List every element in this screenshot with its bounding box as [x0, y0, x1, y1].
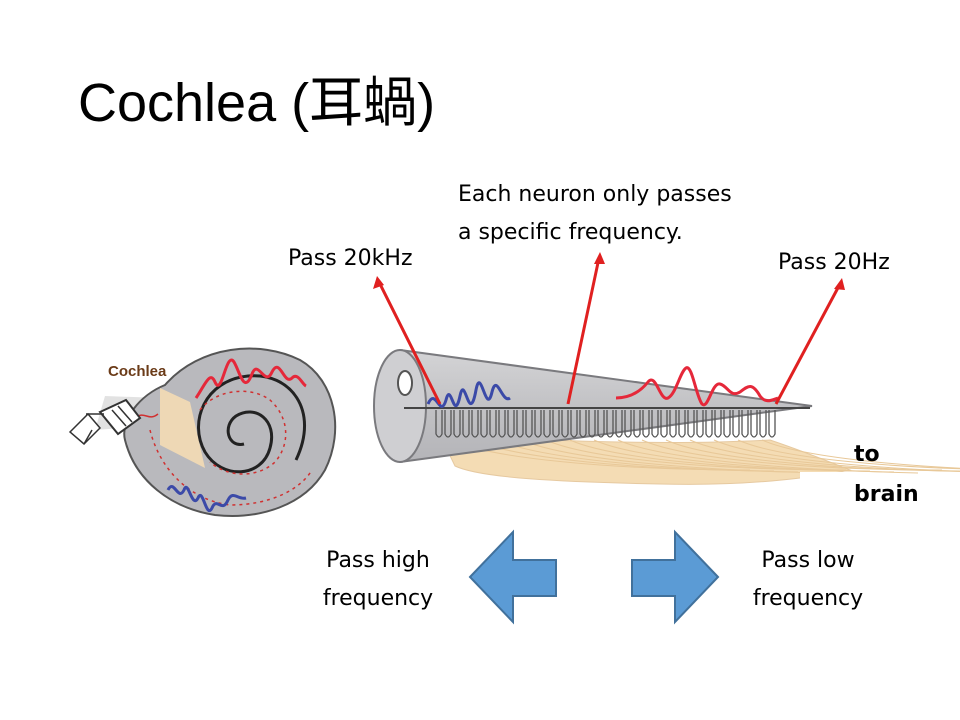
nerve-fiber	[713, 439, 960, 472]
hair-cell	[696, 410, 704, 438]
hair-cell	[660, 410, 668, 438]
pointer-20hz	[774, 283, 842, 405]
cochlea-spiral-body	[123, 347, 337, 517]
hair-cell	[642, 410, 650, 438]
cone-blue-wave	[426, 381, 511, 408]
hair-cell	[561, 410, 569, 438]
pass-high-frequency-line-2: frequency	[322, 586, 434, 611]
hair-cell	[489, 410, 497, 438]
uncoiled-cochlea	[373, 348, 960, 488]
hair-cell	[615, 410, 623, 438]
hair-cell	[435, 410, 443, 438]
nerve-fiber	[761, 439, 960, 469]
pass-high-frequency-line-1: Pass high	[326, 548, 430, 573]
pass-low-frequency-line-2: frequency	[752, 586, 864, 611]
nerve-fiber	[737, 439, 960, 470]
hair-cell	[705, 410, 713, 438]
left-arrow-icon	[468, 529, 557, 625]
neuron-note-line-1: Each neuron only passes	[458, 182, 732, 207]
hair-cell	[579, 410, 587, 438]
hair-cell	[462, 410, 470, 438]
spiral-cochlea: Cochlea	[68, 347, 337, 517]
pass-20hz-label: Pass 20Hz	[778, 250, 890, 275]
neuron-note-line-2: a specific frequency.	[458, 220, 683, 245]
slide-title: Cochlea (耳蝸)	[78, 73, 436, 133]
hair-cell	[678, 410, 686, 438]
to-brain-line-2: brain	[854, 482, 919, 507]
tuning-fork-icon	[68, 398, 142, 446]
pointer-20khz	[377, 281, 442, 405]
hair-cell	[480, 410, 488, 438]
hair-cell	[588, 410, 596, 438]
pass-20khz-label: Pass 20kHz	[288, 246, 413, 271]
nerve-fiber	[617, 439, 919, 474]
hair-cell	[624, 410, 632, 438]
hair-cell	[750, 410, 758, 438]
right-arrow-icon	[631, 529, 720, 625]
frequency-pointers	[373, 252, 845, 405]
hair-cell	[732, 410, 740, 438]
oval-window	[397, 370, 413, 396]
hair-cell	[687, 410, 695, 438]
hair-cell	[516, 410, 524, 438]
spiral-cochlea-label: Cochlea	[108, 363, 167, 380]
hair-cell	[651, 410, 659, 438]
hair-cell-row	[435, 410, 776, 438]
nerve-fiber	[521, 439, 823, 474]
hair-cell	[543, 410, 551, 438]
hair-cell	[633, 410, 641, 438]
hair-cell	[444, 410, 452, 438]
hair-cell	[534, 410, 542, 438]
hair-cell	[597, 410, 605, 438]
pass-low-frequency-line-1: Pass low	[761, 548, 855, 573]
spiral-red-wave	[194, 358, 307, 399]
hair-cell	[498, 410, 506, 438]
hair-cell	[552, 410, 560, 438]
hair-cell	[723, 410, 731, 438]
hair-cell	[741, 410, 749, 438]
hair-cell	[471, 410, 479, 438]
hair-cell	[768, 410, 776, 438]
hair-cell	[570, 410, 578, 438]
hair-cell	[759, 410, 767, 438]
hair-cell	[669, 410, 677, 438]
hair-cell	[714, 410, 722, 438]
hair-cell	[507, 410, 515, 438]
to-brain-line-1: to	[854, 442, 880, 467]
pointer-neuron	[566, 257, 601, 405]
spiral-blue-wave	[166, 485, 247, 513]
hair-cell	[525, 410, 533, 438]
cone-red-wave	[615, 366, 779, 407]
hair-cell	[606, 410, 614, 438]
hair-cell	[453, 410, 461, 438]
cone-base	[373, 349, 427, 463]
cochlea-spiral-turns	[197, 374, 307, 474]
